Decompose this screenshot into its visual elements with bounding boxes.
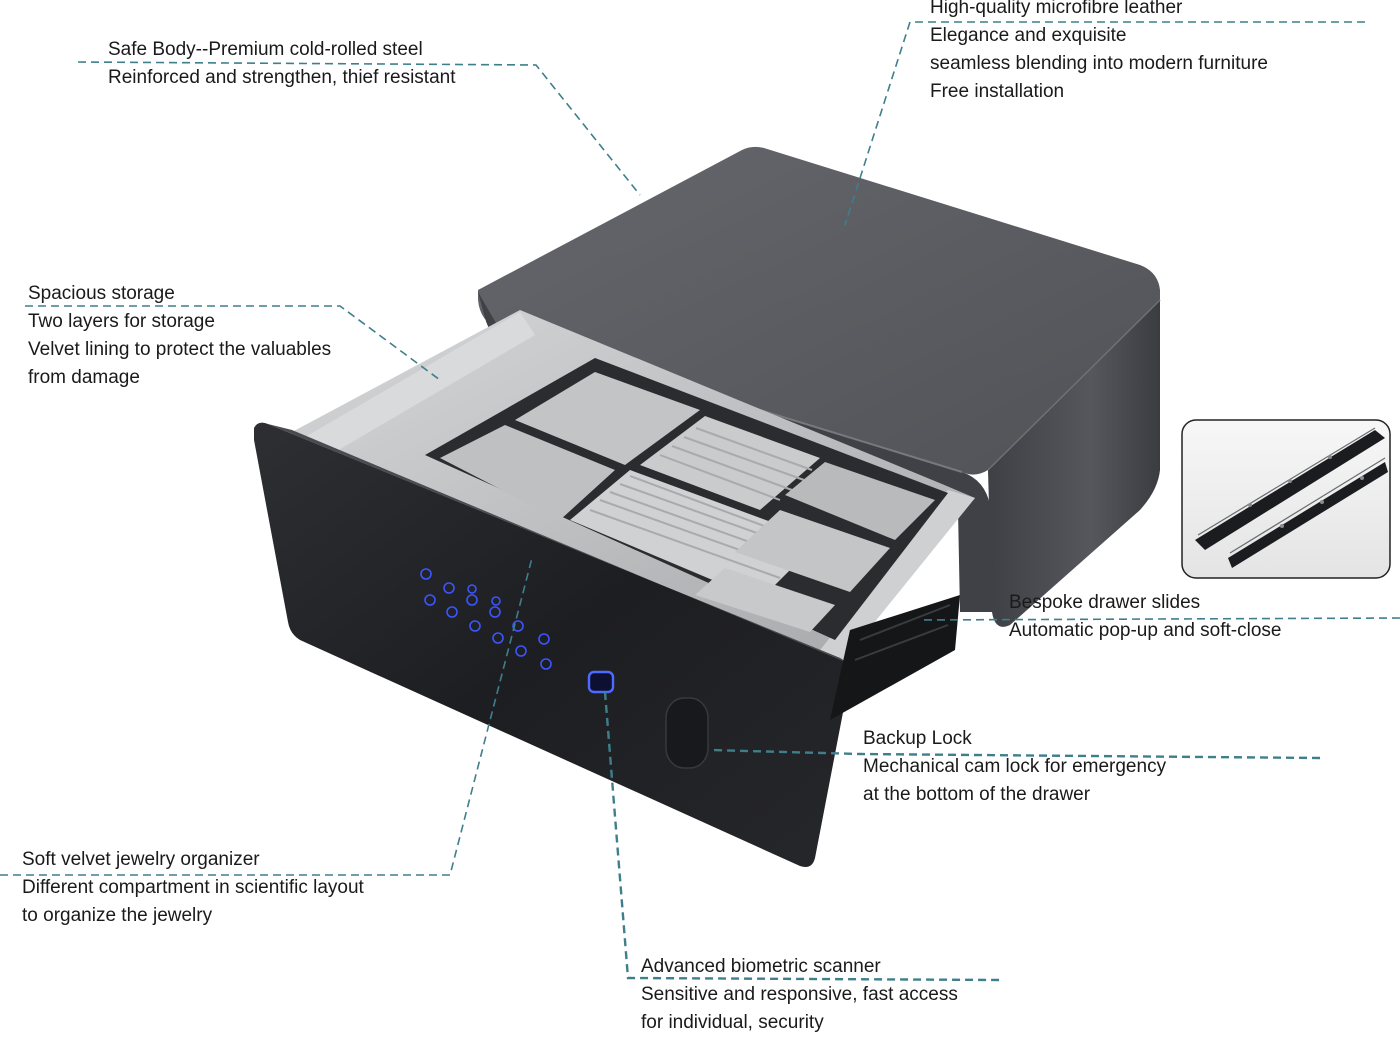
callout-line: Advanced biometric scanner <box>641 956 881 977</box>
keypad-button[interactable] <box>420 568 432 580</box>
compartment <box>735 510 890 592</box>
leather-top-surface <box>478 146 1160 475</box>
callout-drawer-slides: Bespoke drawer slides Automatic pop-up a… <box>1009 589 1282 645</box>
compartment <box>515 372 700 465</box>
keypad-button[interactable] <box>424 594 436 606</box>
callout-line: Elegance and exquisite <box>930 25 1127 46</box>
leather-right-side <box>988 300 1160 627</box>
callout-line: at the bottom of the drawer <box>863 784 1091 805</box>
callout-biometric-scanner: Advanced biometric scanner Sensitive and… <box>641 953 958 1037</box>
keypad-button[interactable] <box>491 596 501 606</box>
keypad-button[interactable] <box>446 606 458 618</box>
keypad-button[interactable] <box>469 620 481 632</box>
drawer-slide-mechanism <box>830 595 960 720</box>
compartment <box>440 425 615 520</box>
callout-line: Two layers for storage <box>28 311 215 332</box>
callout-backup-lock: Backup Lock Mechanical cam lock for emer… <box>863 725 1166 809</box>
callout-line: High-quality microfibre leather <box>930 0 1183 18</box>
lock-cover-icon[interactable] <box>665 697 709 769</box>
keypad-button[interactable] <box>540 658 552 670</box>
keypad-button[interactable] <box>466 594 478 606</box>
callout-line: Sensitive and responsive, fast access <box>641 984 958 1005</box>
callout-line: Velvet lining to protect the valuables <box>28 339 332 360</box>
keypad-button[interactable] <box>515 645 527 657</box>
keypad-button[interactable] <box>443 582 455 594</box>
callout-line: Free installation <box>930 81 1065 102</box>
callout-line: Soft velvet jewelry organizer <box>22 849 260 870</box>
keypad-button[interactable] <box>512 620 524 632</box>
leader-slides <box>919 617 1400 621</box>
callout-line: Automatic pop-up and soft-close <box>1009 620 1282 641</box>
callout-line: Spacious storage <box>28 283 175 304</box>
callout-line: to organize the jewelry <box>22 905 213 926</box>
callout-line: Backup Lock <box>863 728 972 749</box>
callout-line: Reinforced and strengthen, thief resista… <box>108 67 456 88</box>
compartment <box>785 462 935 540</box>
touch-keypad[interactable] <box>420 568 552 670</box>
slide-rail-icon <box>1195 427 1388 568</box>
callout-line: for individual, security <box>641 1012 824 1033</box>
callout-line: seamless blending into modern furniture <box>930 53 1268 74</box>
keypad-button[interactable] <box>492 632 504 644</box>
fingerprint-scanner-icon[interactable] <box>587 670 615 694</box>
callout-leather: High-quality microfibre leather Elegance… <box>930 0 1268 106</box>
callout-line: Mechanical cam lock for emergency <box>863 756 1167 777</box>
keypad-button[interactable] <box>538 633 550 645</box>
callout-storage: Spacious storage Two layers for storage … <box>28 280 331 392</box>
leader-storage <box>25 305 441 381</box>
drawer-front-panel <box>254 422 960 867</box>
leader-lines <box>0 21 1400 982</box>
leader-body <box>77 61 641 196</box>
leader-leather <box>844 21 1365 226</box>
callout-line: Bespoke drawer slides <box>1009 592 1201 613</box>
callout-line: Different compartment in scientific layo… <box>22 877 364 898</box>
leader-lock <box>709 748 1321 760</box>
callout-line: Safe Body--Premium cold-rolled steel <box>108 39 423 60</box>
callout-jewelry-organizer: Soft velvet jewelry organizer Different … <box>22 846 364 930</box>
callout-safe-body: Safe Body--Premium cold-rolled steel Rei… <box>108 36 455 92</box>
keypad-button[interactable] <box>467 584 477 594</box>
compartment <box>695 568 835 632</box>
drawer-interior <box>292 310 975 665</box>
leader-scanner <box>603 691 1001 982</box>
drawer-slides-inset <box>1181 419 1391 579</box>
callout-line: from damage <box>28 367 140 388</box>
keypad-button[interactable] <box>489 606 501 618</box>
leader-organizer <box>0 557 533 876</box>
